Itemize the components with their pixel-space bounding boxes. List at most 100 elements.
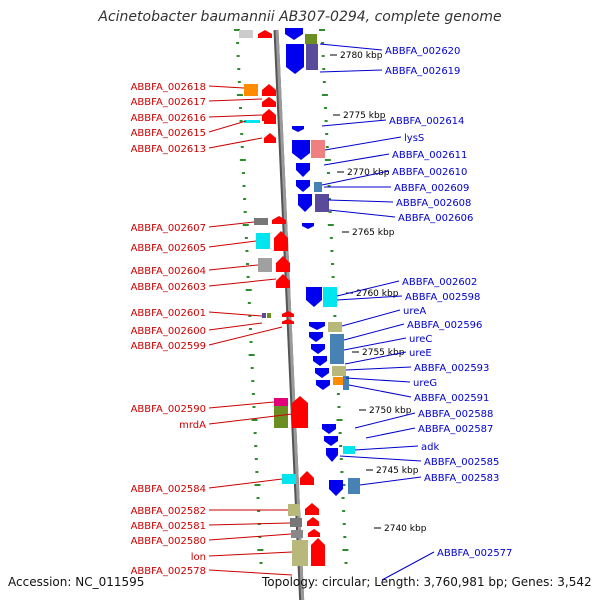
gene-forward (276, 274, 290, 288)
left-gene-label: ABBFA_002581 (131, 521, 206, 532)
gene-reverse (309, 322, 325, 330)
gene-reverse (329, 480, 343, 496)
gene-reverse (296, 163, 310, 177)
left-leader-line (208, 522, 291, 526)
gene-steelblue (314, 182, 322, 192)
right-leader-line (324, 136, 402, 151)
left-leader-line (208, 533, 292, 541)
scale-label: 2775 kbp (343, 111, 386, 121)
gene-forward (274, 231, 288, 251)
gene-forward (272, 216, 286, 224)
right-leader-line (328, 209, 396, 218)
scale-label: 2765 kbp (352, 228, 395, 238)
left-leader-line (208, 98, 263, 102)
right-leader-line (341, 309, 401, 327)
right-leader-line (365, 427, 416, 439)
left-leader-line (208, 85, 245, 89)
left-gene-label: ABBFA_002604 (131, 266, 206, 277)
right-leader-line (354, 445, 419, 451)
gene-reverse (306, 287, 322, 307)
left-gene-label: ABBFA_002600 (131, 326, 206, 337)
gene-pink (311, 140, 325, 158)
gene-steelblue (348, 478, 360, 494)
left-leader-line (208, 311, 263, 317)
left-gene-label: ABBFA_002601 (131, 308, 206, 319)
right-leader-line (345, 366, 412, 371)
right-leader-line (323, 153, 390, 166)
gene-reverse (324, 436, 338, 446)
left-gene-label: ABBFA_002607 (131, 223, 206, 234)
left-gene-label: ABBFA_002582 (131, 506, 206, 517)
right-gene-label: ureC (409, 334, 432, 345)
gene-reverse (322, 424, 336, 434)
tick-layer (234, 29, 349, 564)
gene-forward (264, 133, 276, 143)
gene-khaki (292, 540, 308, 566)
right-gene-label: ABBFA_002608 (396, 198, 471, 209)
left-gene-label: ABBFA_002615 (131, 128, 206, 139)
gene-steelblue (330, 334, 344, 364)
gene-cyan (244, 120, 260, 123)
gene-forward (292, 396, 308, 428)
gene-reverse (292, 140, 310, 160)
gene-forward (262, 84, 276, 96)
right-gene-label: ABBFA_002583 (424, 473, 499, 484)
gene-forward (264, 118, 276, 124)
right-leader-line (381, 551, 435, 581)
right-gene-label: ABBFA_002610 (392, 167, 467, 178)
right-gene-label: ABBFA_002598 (405, 292, 480, 303)
right-gene-label: ABBFA_002591 (414, 393, 489, 404)
gene-forward (258, 30, 272, 38)
gene-forward (262, 97, 276, 107)
left-leader-line (208, 478, 283, 489)
left-gene-label: ABBFA_002605 (131, 243, 206, 254)
gene-orange (333, 377, 343, 385)
right-gene-label: ABBFA_002596 (407, 320, 482, 331)
scale-label: 2760 kbp (356, 289, 399, 299)
left-gene-label: ABBFA_002590 (131, 404, 206, 415)
scale-label: 2780 kbp (340, 51, 383, 61)
left-gene-label: ABBFA_002584 (131, 484, 206, 495)
gene-forward (282, 319, 294, 324)
gene-forward (282, 311, 294, 317)
right-leader-line (319, 69, 383, 73)
gene-cyan (256, 233, 270, 249)
left-leader-line (208, 326, 283, 346)
topology-text: Topology: circular; Length: 3,760,981 bp… (262, 575, 592, 589)
gene-reverse (292, 126, 304, 132)
gene-reverse (302, 223, 314, 229)
right-gene-label: ureG (413, 378, 437, 389)
right-leader-line (345, 377, 411, 383)
left-gene-label: ABBFA_002616 (131, 113, 206, 124)
left-gene-label: ABBFA_002617 (131, 97, 206, 108)
right-leader-line (343, 323, 405, 341)
right-leader-line (354, 412, 416, 429)
gene-forward (311, 538, 325, 566)
gene-slate (315, 194, 329, 212)
left-leader-line (208, 120, 247, 133)
left-gene-label: ABBFA_002599 (131, 341, 206, 352)
right-gene-label: ABBFA_002620 (385, 46, 460, 57)
left-gene-label: ABBFA_002603 (131, 282, 206, 293)
gene-reverse (311, 344, 325, 354)
gene-darkgray (291, 530, 303, 538)
right-gene-label: ABBFA_002588 (418, 409, 493, 420)
gene-darkgray (254, 218, 268, 225)
gene-forward (300, 471, 314, 485)
left-leader-line (208, 551, 293, 557)
right-leader-line (327, 199, 394, 203)
left-gene-label: lon (191, 552, 206, 563)
left-leader-line (208, 569, 293, 576)
gene-reverse (309, 332, 323, 342)
right-leader-line (321, 119, 387, 127)
left-leader-line (208, 413, 293, 425)
right-gene-label: ABBFA_002619 (385, 66, 460, 77)
gene-reverse (313, 356, 327, 366)
left-leader-line (208, 322, 263, 331)
scale-label: 2755 kbp (362, 348, 405, 358)
right-leader-line (319, 43, 383, 51)
right-leader-line (339, 455, 422, 462)
right-gene-label: lysS (404, 133, 424, 144)
right-gene-label: ABBFA_002577 (437, 548, 512, 559)
